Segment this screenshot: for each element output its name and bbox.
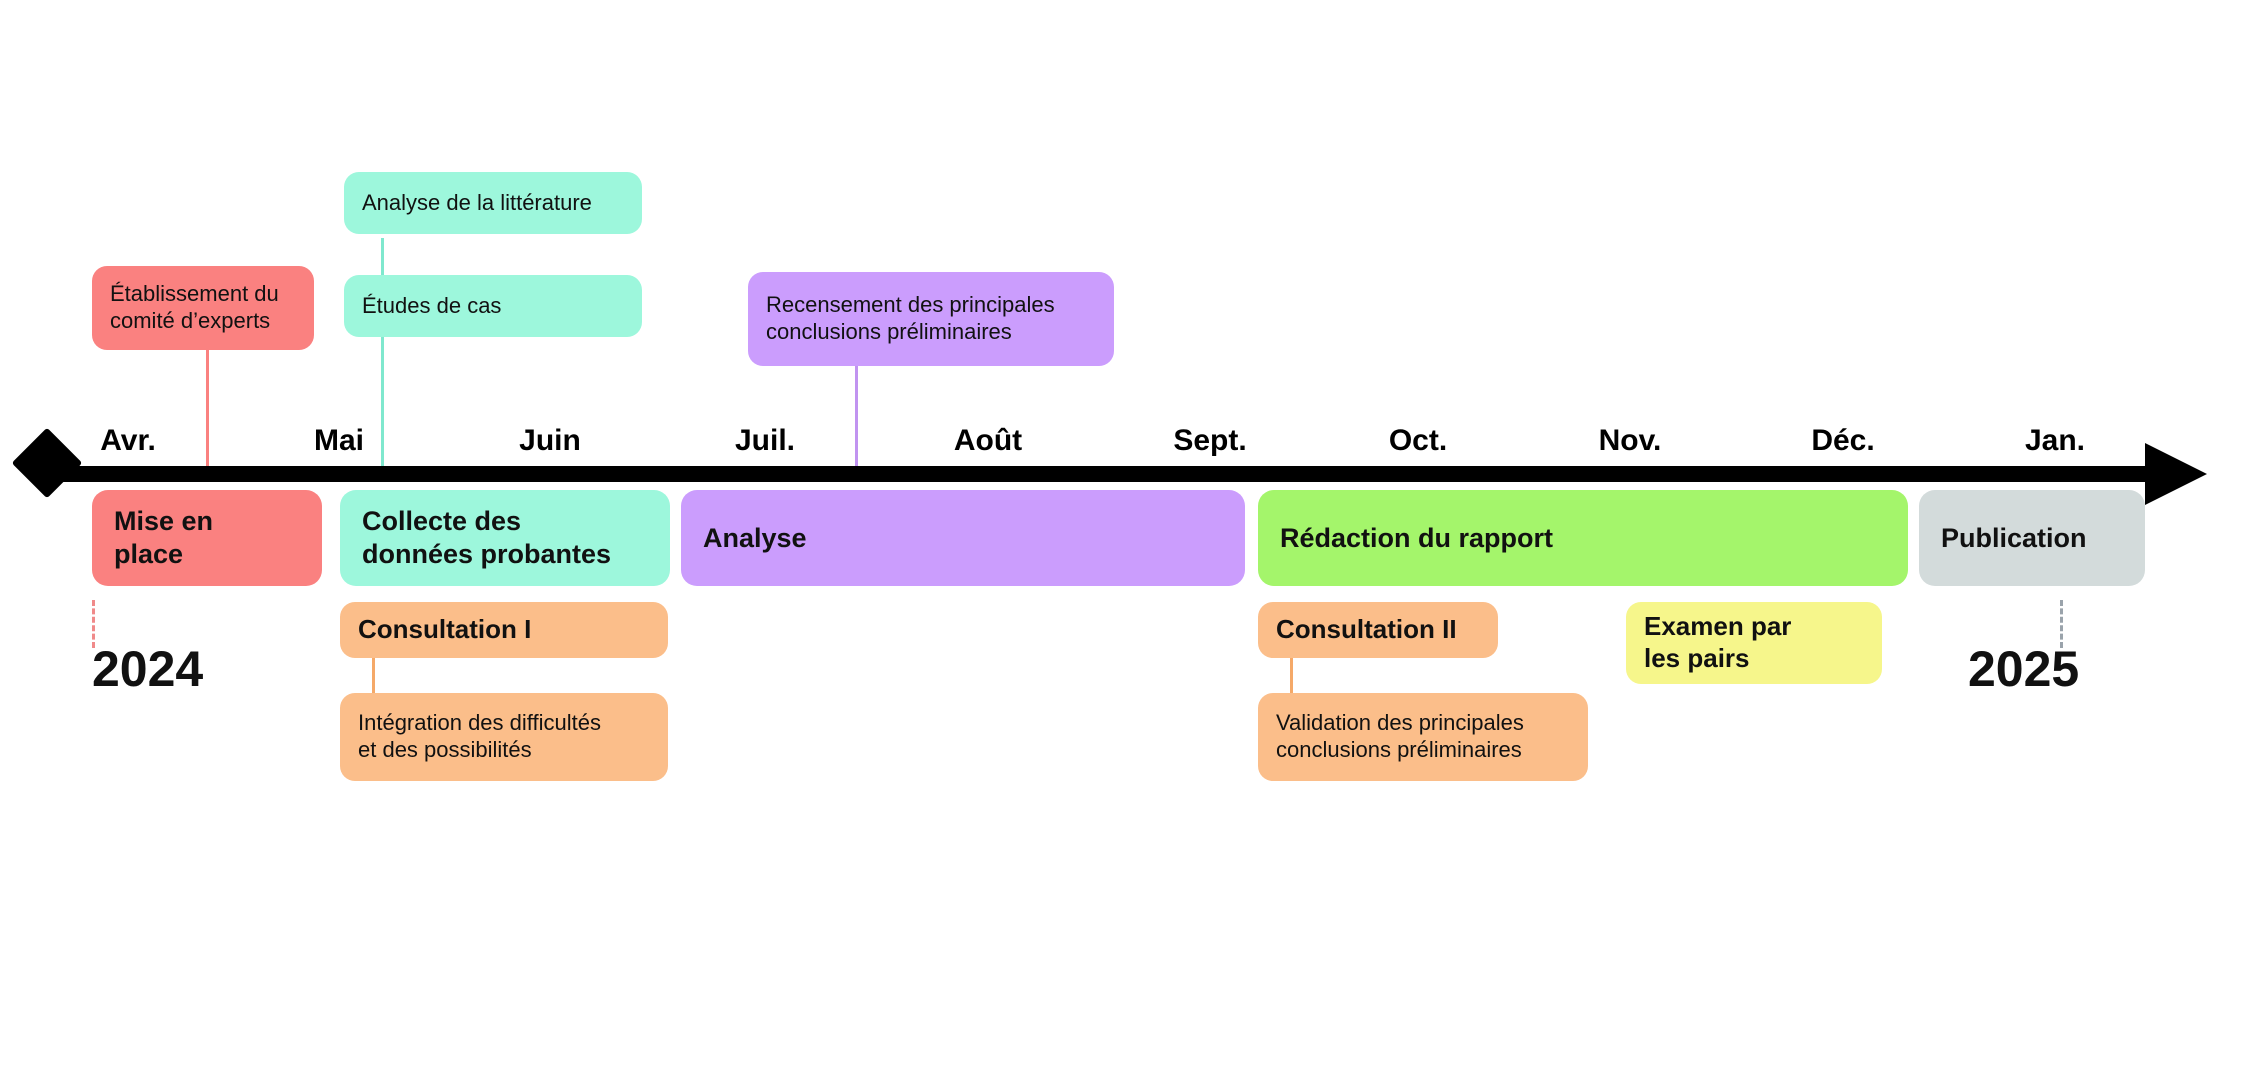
stem-recensement [855,365,858,472]
year-tick-2025 [2060,600,2066,648]
phase-bar-publication[interactable]: Publication [1919,490,2145,586]
axis-end-arrow-icon [2145,443,2207,505]
callout-validation-conclusions-label: Validation des principales conclusions p… [1276,710,1524,764]
month-label-jan: Jan. [2024,424,2086,457]
month-label-juin: Juin [519,424,581,457]
phase-2-line1: Collecte des [362,506,522,537]
month-label-sept: Sept. [1173,424,1247,457]
callout-recensement-label: Recensement des principales conclusions … [766,292,1055,346]
phase-1-line1: Mise en [114,506,214,537]
callout-consultation-2[interactable]: Consultation II [1258,602,1498,658]
callout-examen-line2: les pairs [1644,643,1750,673]
callout-integration-line2: et des possibilités [358,737,532,762]
phase-bar-collecte-donnees-label: Collecte des données probantes [362,505,611,571]
phase-bar-mise-en-place-label: Mise en place [114,505,213,571]
callout-integration-difficultes-label: Intégration des difficultés et des possi… [358,710,601,764]
stem-consultation-2 [1290,648,1293,710]
callout-consultation-2-label: Consultation II [1276,614,1457,645]
phase-bar-collecte-donnees[interactable]: Collecte des données probantes [340,490,670,586]
stem-comite-experts [206,340,209,472]
callout-analyse-litterature[interactable]: Analyse de la littérature [344,172,642,234]
phase-bar-publication-label: Publication [1941,522,2087,553]
month-label-nov: Nov. [1598,424,1662,457]
callout-consultation-1[interactable]: Consultation I [340,602,668,658]
callout-etudes-de-cas-label: Études de cas [362,292,502,318]
callout-examen-pairs-label: Examen par les pairs [1644,611,1791,674]
callout-analyse-litterature-label: Analyse de la littérature [362,189,592,215]
phase-bar-redaction-rapport[interactable]: Rédaction du rapport [1258,490,1908,586]
month-label-mai: Mai [313,424,365,457]
month-label-avr: Avr. [100,424,156,457]
year-label-2024: 2024 [92,641,204,697]
callout-comite-experts-label: Établissement du comité d’experts [110,281,279,335]
year-label-2025: 2025 [1968,641,2080,697]
callout-validation-line2: conclusions préliminaires [1276,737,1522,762]
callout-comite-experts-line2: comité d’experts [110,308,271,333]
phase-bar-redaction-rapport-label: Rédaction du rapport [1280,522,1554,553]
callout-examen-pairs[interactable]: Examen par les pairs [1626,602,1882,684]
callout-integration-line1: Intégration des difficultés [358,710,601,736]
phase-bar-analyse[interactable]: Analyse [681,490,1245,586]
phase-2-line2: données probantes [362,539,612,569]
month-label-aout: Août [953,424,1023,457]
month-label-dec: Déc. [1811,424,1875,457]
callout-integration-difficultes[interactable]: Intégration des difficultés et des possi… [340,693,668,781]
callout-recensement-line1: Recensement des principales [766,292,1055,318]
stem-litterature [381,238,384,472]
month-label-oct: Oct. [1388,424,1448,457]
callout-comite-experts-line1: Établissement du [110,281,279,307]
timeline-axis [48,466,2160,482]
phase-bar-mise-en-place[interactable]: Mise en place [92,490,322,586]
phase-1-line2: place [114,539,184,569]
callout-examen-line1: Examen par [1644,611,1792,642]
month-label-juil: Juil. [734,424,796,457]
callout-validation-line1: Validation des principales [1276,710,1524,736]
phase-bar-analyse-label: Analyse [703,522,807,553]
axis-start-diamond-icon [11,427,83,499]
callout-recensement-line2: conclusions préliminaires [766,319,1012,344]
callout-consultation-1-label: Consultation I [358,614,532,645]
callout-recensement[interactable]: Recensement des principales conclusions … [748,272,1114,366]
callout-etudes-de-cas[interactable]: Études de cas [344,275,642,337]
year-tick-2024 [92,600,98,648]
callout-validation-conclusions[interactable]: Validation des principales conclusions p… [1258,693,1588,781]
stem-consultation-1 [372,648,375,710]
callout-comite-experts[interactable]: Établissement du comité d’experts [92,266,314,350]
